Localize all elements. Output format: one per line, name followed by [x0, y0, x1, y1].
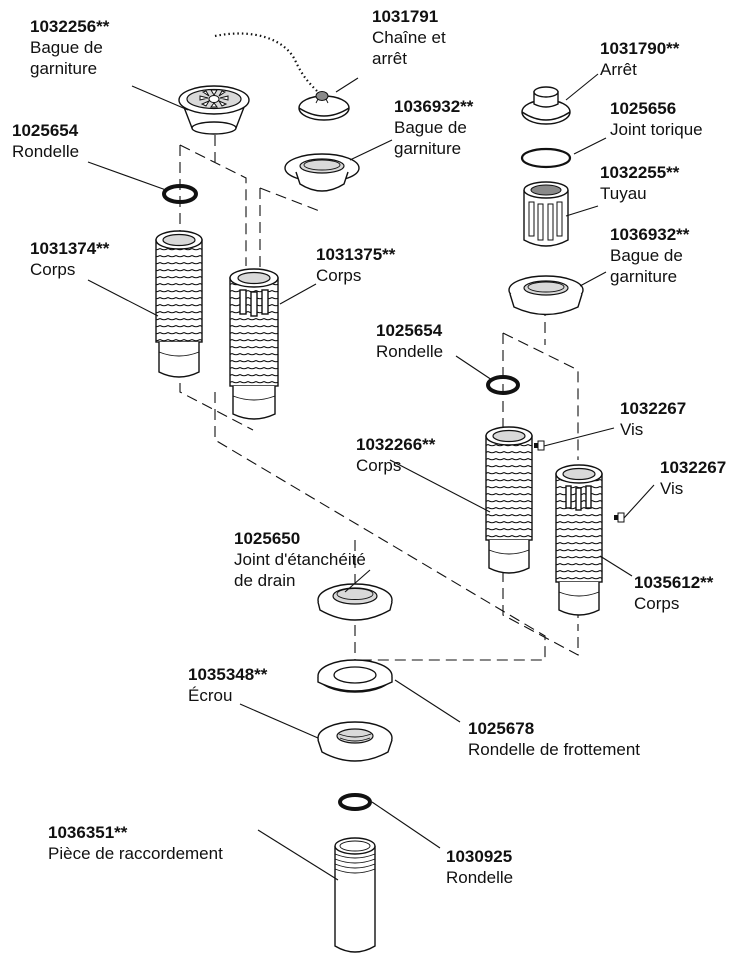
body-1031375	[229, 268, 279, 420]
label-1031374: 1031374** Corps	[30, 238, 109, 280]
part-name: Vis	[620, 420, 644, 439]
part-name: Écrou	[188, 686, 233, 705]
tailpiece-1036351	[334, 837, 376, 953]
label-1035348: 1035348** Écrou	[188, 664, 267, 706]
part-number: 1031375**	[316, 245, 396, 264]
label-1031375: 1031375** Corps	[316, 244, 395, 286]
part-number: 1032256**	[30, 17, 110, 36]
stopper-1031790	[521, 86, 571, 125]
part-number: 1036932**	[394, 97, 474, 116]
part-name: Chaîne et arrêt	[372, 28, 446, 68]
part-name: Rondelle	[446, 868, 514, 887]
friction-washer-1025678	[317, 659, 393, 693]
body-1032266	[485, 426, 533, 574]
part-name: Arrêt	[600, 60, 637, 79]
body-1035612	[555, 464, 603, 616]
washer-1025654-right	[486, 375, 520, 395]
part-name: Vis	[660, 479, 684, 498]
part-number: 1036932**	[610, 225, 690, 244]
part-number: 1032255**	[600, 163, 680, 182]
part-name: Joint torique	[610, 120, 703, 139]
washer-1025654-left	[162, 184, 198, 204]
part-number: 1031374**	[30, 239, 110, 258]
label-1031791: 1031791 Chaîne et arrêt	[372, 6, 446, 69]
pipe-1032255	[523, 181, 569, 247]
part-number: 1025650	[234, 529, 301, 548]
part-name: Joint d'étanchéité de drain	[234, 550, 366, 590]
part-name: Bague de garniture	[30, 38, 103, 78]
label-1025678: 1025678 Rondelle de frottement	[468, 718, 640, 760]
body-1031374	[155, 230, 203, 378]
part-number: 1032267	[620, 399, 687, 418]
label-1030925: 1030925 Rondelle	[446, 846, 513, 888]
part-number: 1031790**	[600, 39, 680, 58]
screw-1032267-b	[614, 512, 625, 523]
label-1036932-center: 1036932** Bague de garniture	[394, 96, 473, 159]
label-1036351: 1036351** Pièce de raccordement	[48, 822, 223, 864]
part-name: Rondelle	[376, 342, 444, 361]
part-name: Corps	[30, 260, 76, 279]
part-number: 1025654	[12, 121, 79, 140]
label-1036932-right: 1036932** Bague de garniture	[610, 224, 689, 287]
nut-1035348	[317, 721, 393, 762]
trim-ring-1036932-right	[508, 275, 584, 316]
label-1025654-right: 1025654 Rondelle	[376, 320, 443, 362]
drain-gasket-1025650	[317, 583, 393, 621]
part-number: 1030925	[446, 847, 513, 866]
label-1032255: 1032255** Tuyau	[600, 162, 679, 204]
part-number: 1036351**	[48, 823, 128, 842]
part-name: Rondelle de frottement	[468, 740, 640, 759]
trim-ring-1036932-center	[284, 153, 360, 192]
label-1032256: 1032256** Bague de garniture	[30, 16, 109, 79]
label-1032267-a: 1032267 Vis	[620, 398, 686, 440]
part-name: Corps	[316, 266, 362, 285]
part-name: Rondelle	[12, 142, 80, 161]
part-number: 1025678	[468, 719, 535, 738]
part-number: 1025654	[376, 321, 443, 340]
part-name: Bague de garniture	[394, 118, 467, 158]
chain-stopper-1031791	[214, 32, 350, 121]
washer-1030925	[338, 793, 372, 811]
o-ring-1025656	[520, 147, 572, 169]
label-1025654-left: 1025654 Rondelle	[12, 120, 79, 162]
label-1031790: 1031790** Arrêt	[600, 38, 679, 80]
part-number: 1035348**	[188, 665, 268, 684]
part-number: 1032267	[660, 458, 727, 477]
label-1035612: 1035612** Corps	[634, 572, 713, 614]
part-number: 1025656	[610, 99, 677, 118]
part-name: Pièce de raccordement	[48, 844, 223, 863]
strainer-1032256	[178, 85, 250, 135]
label-1025656: 1025656 Joint torique	[610, 98, 703, 140]
label-1032266: 1032266** Corps	[356, 434, 435, 476]
part-number: 1031791	[372, 7, 439, 26]
leader-lines	[87, 73, 655, 881]
part-name: Tuyau	[600, 184, 647, 203]
part-number: 1032266**	[356, 435, 436, 454]
part-name: Corps	[634, 594, 680, 613]
screw-1032267-a	[534, 440, 545, 451]
label-1032267-b: 1032267 Vis	[660, 457, 726, 499]
part-name: Bague de garniture	[610, 246, 683, 286]
part-name: Corps	[356, 456, 402, 475]
label-1025650: 1025650 Joint d'étanchéité de drain	[234, 528, 366, 591]
part-number: 1035612**	[634, 573, 714, 592]
